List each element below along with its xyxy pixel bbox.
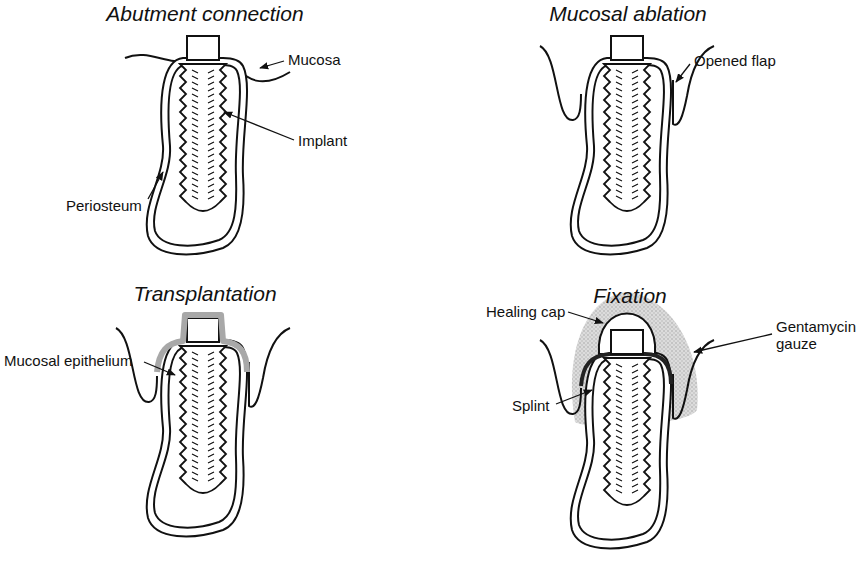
part-label: Splint: [512, 397, 550, 414]
leader-lines: [144, 61, 772, 404]
epithelium-graft: [157, 315, 247, 372]
panel-fixation: [540, 292, 714, 548]
panel-title: Fixation: [593, 284, 667, 308]
part-label: Opened flap: [694, 52, 776, 69]
part-label: Periosteum: [66, 197, 142, 214]
healing-cap: [599, 314, 655, 355]
panel-ablation: [540, 36, 714, 254]
part-label: Healing cap: [486, 303, 565, 320]
mucosa-flap: [249, 328, 290, 407]
panel-abutment: [125, 36, 290, 254]
panel-title: Mucosal ablation: [549, 2, 707, 26]
mucosa-flap: [540, 46, 581, 120]
mucosa-flap: [673, 340, 714, 419]
panel-title: Transplantation: [133, 282, 276, 306]
panel-title: Abutment connection: [106, 2, 303, 26]
part-label: Mucosal epithelium: [4, 352, 132, 369]
splint: [581, 354, 671, 386]
panel-transplantation: [116, 315, 290, 536]
part-label: Mucosa: [288, 51, 341, 68]
part-label: Gentamycin gauze: [776, 318, 862, 352]
part-label: Implant: [298, 132, 347, 149]
